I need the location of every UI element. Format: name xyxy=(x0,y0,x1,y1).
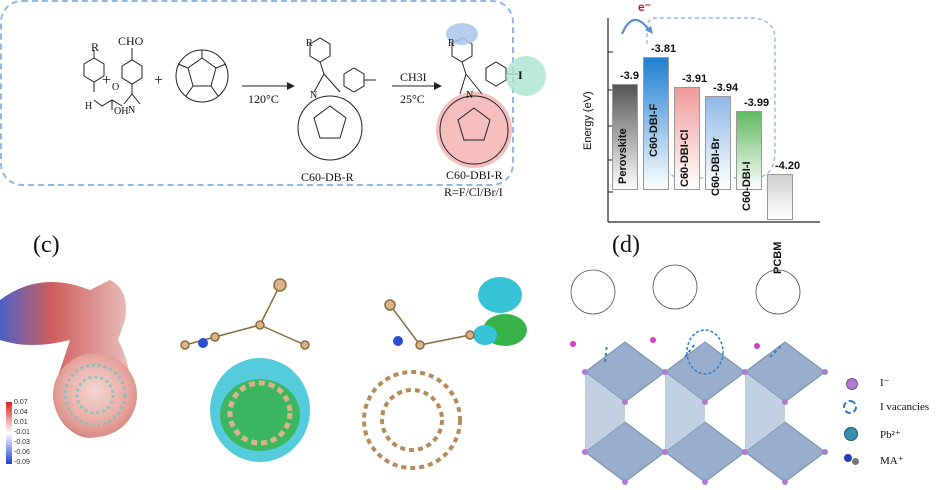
fullerene-highlight xyxy=(436,92,512,168)
ma-carbon-icon xyxy=(852,458,859,465)
colorbar-tick-5: -0.06 xyxy=(14,449,30,456)
energy-bar-2 xyxy=(674,87,700,190)
step2-temperature: 25°C xyxy=(400,92,425,106)
energy-bar-label-3: C60-DBI-Br xyxy=(710,137,722,196)
r-group-highlight xyxy=(446,23,478,45)
electron-label: e⁻ xyxy=(638,0,652,14)
energy-level-value-1: -3.81 xyxy=(651,43,677,55)
intermediate-name: C60-DB-R xyxy=(301,170,354,184)
purple-dot-icon xyxy=(846,378,858,390)
energy-bar-label-0: Perovskite xyxy=(617,128,629,184)
reactant2-benzene-ring xyxy=(121,59,143,85)
intermediate-c60-cage xyxy=(297,95,363,161)
lumo-orbital-render xyxy=(180,278,310,462)
colorbar-tick-6: -0.09 xyxy=(14,459,30,466)
energy-bar-label-1: C60-DBI-F xyxy=(648,103,660,157)
reaction-scheme-panel: R CHO H OH O N + + 120°C CH3I 25°C R N C… xyxy=(0,0,546,199)
step2-reagent: CH3I xyxy=(400,70,427,84)
vacancy-ring-icon xyxy=(843,400,857,414)
intermediate-n-label: N xyxy=(310,90,318,101)
blue-sphere-icon xyxy=(844,427,858,441)
colorbar-tick-2: 0.01 xyxy=(14,419,28,426)
energy-level-value-2: -3.91 xyxy=(682,73,708,85)
final-product-name: C60-DBI-R xyxy=(446,168,503,182)
colorbar-tick-1: 0.04 xyxy=(14,409,28,416)
ma-molecule-icon xyxy=(844,454,852,462)
esp-surface-render xyxy=(0,280,137,464)
energy-bar-label-2: C60-DBI-Cl xyxy=(679,129,691,187)
dimethylamine-n-label: N xyxy=(128,105,136,116)
panel-d-letter: (d) xyxy=(612,232,640,258)
nh-label: H xyxy=(85,101,93,112)
intermediate-r-label: R xyxy=(306,38,313,49)
iodide-highlight xyxy=(506,56,546,96)
reactant1-r-label: R xyxy=(91,40,100,54)
scheme-dashed-frame xyxy=(0,0,514,186)
plus-sign-2: + xyxy=(154,72,164,89)
final-n-label: N xyxy=(466,90,474,101)
energy-bar-3 xyxy=(705,96,731,190)
energy-axis-label: Energy (eV) xyxy=(582,91,594,150)
plus-sign-1: + xyxy=(102,72,112,89)
reactant1-benzene-ring xyxy=(83,57,105,83)
carbonyl-o-label: O xyxy=(112,82,120,93)
energy-level-value-5: -4.20 xyxy=(775,160,801,172)
colorbar-tick-0: 0.07 xyxy=(14,399,28,406)
legend-label-iodide: I⁻ xyxy=(880,377,890,389)
legend-label-ma: MA⁺ xyxy=(880,455,904,467)
legend-label-vacancies: I vacancies xyxy=(880,401,930,413)
legend-label-lead: Pb²⁺ xyxy=(880,429,901,441)
energy-bar-0 xyxy=(612,84,638,190)
energy-bar-5 xyxy=(767,174,793,220)
reaction-scheme-drawing xyxy=(83,23,546,168)
oh-label: OH xyxy=(114,106,129,117)
reactant2-cho-label: CHO xyxy=(118,34,144,48)
energy-level-value-3: -3.94 xyxy=(713,82,739,94)
energy-level-value-4: -3.99 xyxy=(744,97,770,109)
counter-ion-label: I xyxy=(518,68,523,82)
r-group-list: R=F/Cl/Br/I xyxy=(444,185,503,199)
energy-bar-1 xyxy=(643,57,669,190)
energy-axes xyxy=(607,17,820,223)
step1-temperature: 120°C xyxy=(248,92,279,106)
colorbar-tick-4: -0.03 xyxy=(14,439,30,446)
final-r-label: R xyxy=(448,38,455,49)
homo-orbital-render xyxy=(362,277,527,470)
energy-bar-4 xyxy=(736,111,762,190)
panel-c-letter: (c) xyxy=(33,232,60,258)
colorbar-tick-3: -0.01 xyxy=(14,429,30,436)
energy-level-value-0: -3.9 xyxy=(620,70,639,82)
energy-bar-label-4: C60-DBI-I xyxy=(741,161,753,211)
perovskite-lattice-render xyxy=(570,264,828,485)
